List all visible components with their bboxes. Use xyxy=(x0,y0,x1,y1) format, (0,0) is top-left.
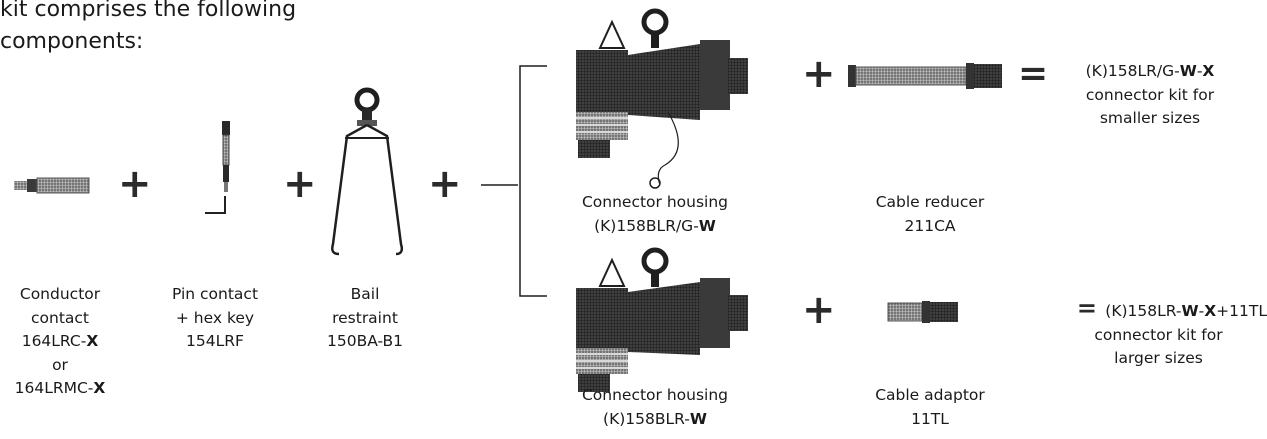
branch-bracket xyxy=(481,65,547,297)
plus-sign-3: + xyxy=(428,161,462,207)
result-top-label: (K)158LR/G-W-X connector kit for smaller… xyxy=(1085,62,1215,127)
cable-reducer-drawing xyxy=(848,63,1002,89)
bail-restraint-label: Bail restraint 150BA-B1 xyxy=(326,285,404,350)
conductor-contact-drawing xyxy=(14,177,90,194)
connector-housing-bottom-label: Connector housing (K)158BLR-W xyxy=(581,386,729,428)
connector-housing-top-label: Connector housing (K)158BLR/G-W xyxy=(581,193,729,235)
plus-sign-1: + xyxy=(118,161,152,207)
cable-reducer-label: Cable reducer 211CA xyxy=(875,193,985,235)
pin-contact-label: Pin contact + hex key 154LRF xyxy=(171,285,259,350)
intro-line-1: kit comprises the following xyxy=(0,0,297,22)
connector-housing-bottom-drawing xyxy=(576,247,748,392)
cable-adaptor-label: Cable adaptor 11TL xyxy=(875,386,985,428)
result-bottom-label: = (K)158LR-W-X+11TL connector kit for la… xyxy=(1076,294,1267,367)
connector-housing-top-drawing xyxy=(576,8,748,189)
bail-restraint-drawing xyxy=(331,87,404,256)
plus-sign-2: + xyxy=(283,161,317,207)
intro-text: kit comprises the following components: xyxy=(0,0,296,58)
conductor-contact-label: Conductor contact 164LRC-X or 164LRMC-X xyxy=(14,285,106,397)
intro-line-2: components: xyxy=(0,29,144,54)
plus-sign-top: + xyxy=(802,51,836,97)
equals-sign-top: = xyxy=(1018,53,1049,94)
pin-contact-drawing xyxy=(205,121,230,214)
plus-sign-bottom: + xyxy=(802,287,836,333)
cable-adaptor-drawing xyxy=(887,301,958,323)
